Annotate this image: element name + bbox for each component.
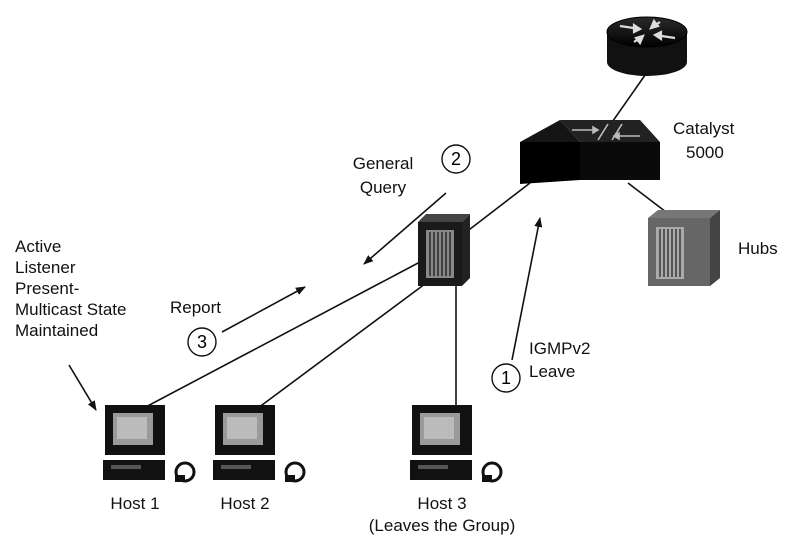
leave-label-line2: Leave	[529, 362, 576, 381]
general-query-label-line2: Query	[359, 178, 407, 197]
annotation-arrow	[68, 364, 97, 411]
step-marker-1: 1	[491, 363, 521, 393]
annotation-line-4: Multicast State	[15, 300, 127, 319]
router-icon	[606, 16, 688, 76]
host-1-label: Host 1	[110, 494, 160, 513]
hub-icon-right	[648, 210, 720, 286]
hub-icon-left	[418, 214, 470, 286]
annotation-line-1: Active	[15, 237, 62, 256]
link-hub-host1	[139, 261, 421, 411]
annotation-line-5: Maintained	[15, 321, 99, 340]
step-1-number: 1	[501, 368, 511, 388]
hubs-label: Hubs	[738, 239, 778, 258]
report-arrow	[221, 286, 306, 333]
catalyst-label-line2: 5000	[686, 143, 724, 162]
step-3-number: 3	[197, 332, 207, 352]
general-query-label-line1: General	[352, 154, 414, 173]
catalyst-switch-icon	[520, 120, 660, 184]
host-1-computer-icon	[103, 405, 196, 483]
step-marker-3: 3	[187, 327, 217, 357]
step-2-number: 2	[451, 149, 461, 169]
report-label: Report	[170, 298, 222, 317]
link-router-switch	[607, 67, 651, 129]
catalyst-label-line1: Catalyst	[673, 119, 735, 138]
leave-label-line1: IGMPv2	[529, 339, 591, 358]
host-2-label: Host 2	[220, 494, 270, 513]
annotation-line-2: Listener	[15, 258, 76, 277]
annotation-line-3: Present-	[15, 279, 80, 298]
leave-arrow	[511, 217, 543, 361]
links	[139, 67, 671, 411]
link-hub-host2	[257, 277, 434, 409]
general-query-arrow	[363, 192, 447, 265]
step-marker-2: 2	[441, 144, 471, 174]
host-2-computer-icon	[213, 405, 306, 483]
host-3-note: (Leaves the Group)	[368, 516, 516, 535]
host-3-label: Host 3	[417, 494, 467, 513]
host-3-computer-icon	[410, 405, 503, 483]
link-switch-hub-right	[627, 182, 671, 216]
